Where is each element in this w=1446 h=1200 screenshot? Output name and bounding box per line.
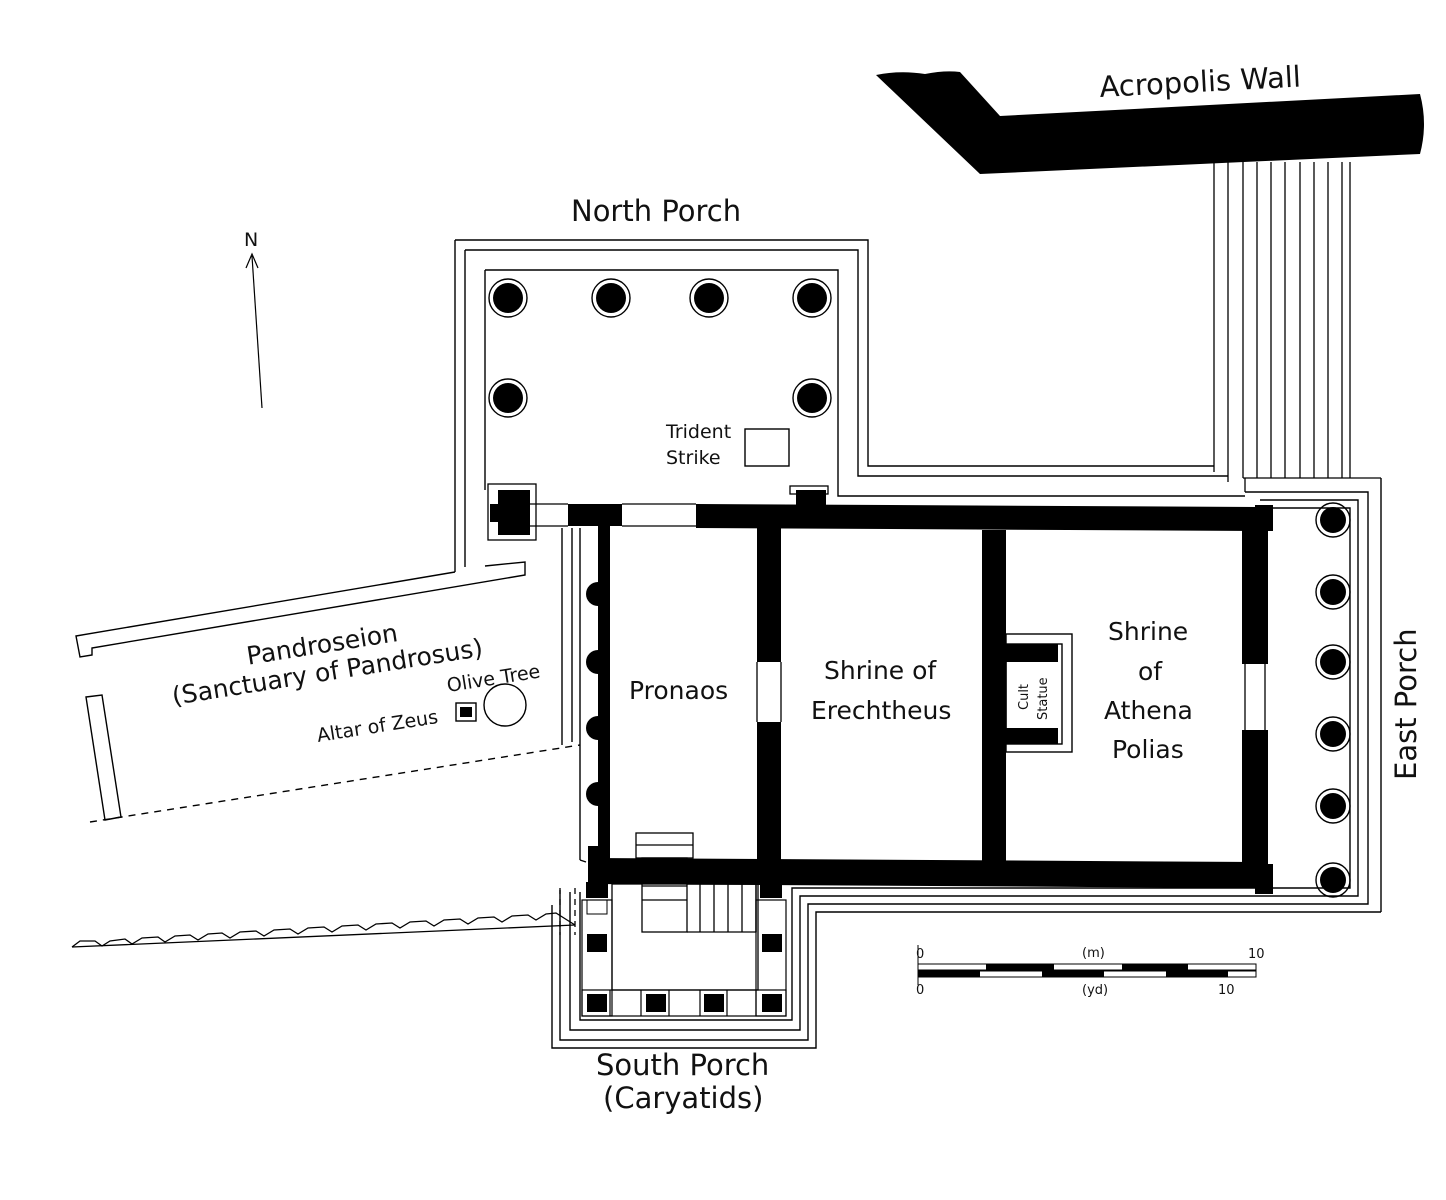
pandroseion-walls <box>75 561 581 823</box>
trident-strike-marker <box>744 428 790 467</box>
trident-strike-label-2: Strike <box>666 447 721 469</box>
shrine-erechtheus-label: Shrine of <box>824 656 937 685</box>
column <box>591 278 631 318</box>
altar-of-zeus-marker <box>455 702 477 722</box>
south-porch-caryatids-label: (Caryatids) <box>603 1081 763 1115</box>
trident-strike-label: Trident <box>665 421 731 443</box>
rubble-line <box>71 888 576 948</box>
shrine-athena-label-4: Polias <box>1112 735 1184 764</box>
door-outlines <box>487 483 1266 730</box>
column <box>1315 788 1351 824</box>
column <box>488 378 528 418</box>
olive-tree-marker <box>483 683 527 727</box>
column <box>792 278 832 318</box>
altar-of-zeus-label: Altar of Zeus <box>315 706 439 747</box>
scale-meters-end: 10 <box>1248 947 1265 962</box>
shrine-athena-label-3: Athena <box>1104 696 1193 725</box>
pronaos-label: Pronaos <box>629 676 728 705</box>
crypt-steps <box>611 832 759 991</box>
scale-yards-unit: (yd) <box>1082 983 1108 998</box>
olive-tree-label: Olive Tree <box>445 660 541 696</box>
scale-yards-end: 10 <box>1218 983 1235 998</box>
south-porch-label: South Porch <box>596 1048 769 1082</box>
column <box>1315 502 1351 538</box>
shrine-athena-label-1: Shrine <box>1108 617 1188 646</box>
column <box>1315 862 1351 898</box>
cult-statue-label-2: Statue <box>1036 677 1051 720</box>
east-steps <box>1213 162 1381 492</box>
north-arrow-label: N <box>244 229 258 251</box>
south-porch-caryatids <box>581 899 787 1017</box>
acropolis-wall-label: Acropolis Wall <box>1099 59 1302 104</box>
column <box>1315 574 1351 610</box>
shrine-athena-label-2: of <box>1138 657 1163 686</box>
west-engaged-columns <box>586 582 598 806</box>
column <box>1315 644 1351 680</box>
scale-bar <box>917 945 1257 985</box>
stylobate-outline <box>454 239 1382 1049</box>
north-porch-columns <box>488 278 832 418</box>
cult-statue-base <box>1005 633 1073 753</box>
east-porch-label: East Porch <box>1389 628 1423 780</box>
north-porch-label: North Porch <box>571 194 741 228</box>
scale-meters-unit: (m) <box>1082 946 1105 961</box>
column <box>689 278 729 318</box>
scale-meters-start: 0 <box>916 947 924 962</box>
shrine-erechtheus-label-2: Erechtheus <box>811 696 951 725</box>
column <box>792 378 832 418</box>
north-arrow-icon <box>245 252 263 409</box>
column <box>1315 716 1351 752</box>
column <box>488 278 528 318</box>
scale-yards-start: 0 <box>916 983 924 998</box>
cult-statue-label: Cult <box>1017 684 1032 710</box>
acropolis-wall <box>876 71 1424 174</box>
main-walls <box>490 490 1273 898</box>
east-porch-columns <box>1315 502 1351 898</box>
